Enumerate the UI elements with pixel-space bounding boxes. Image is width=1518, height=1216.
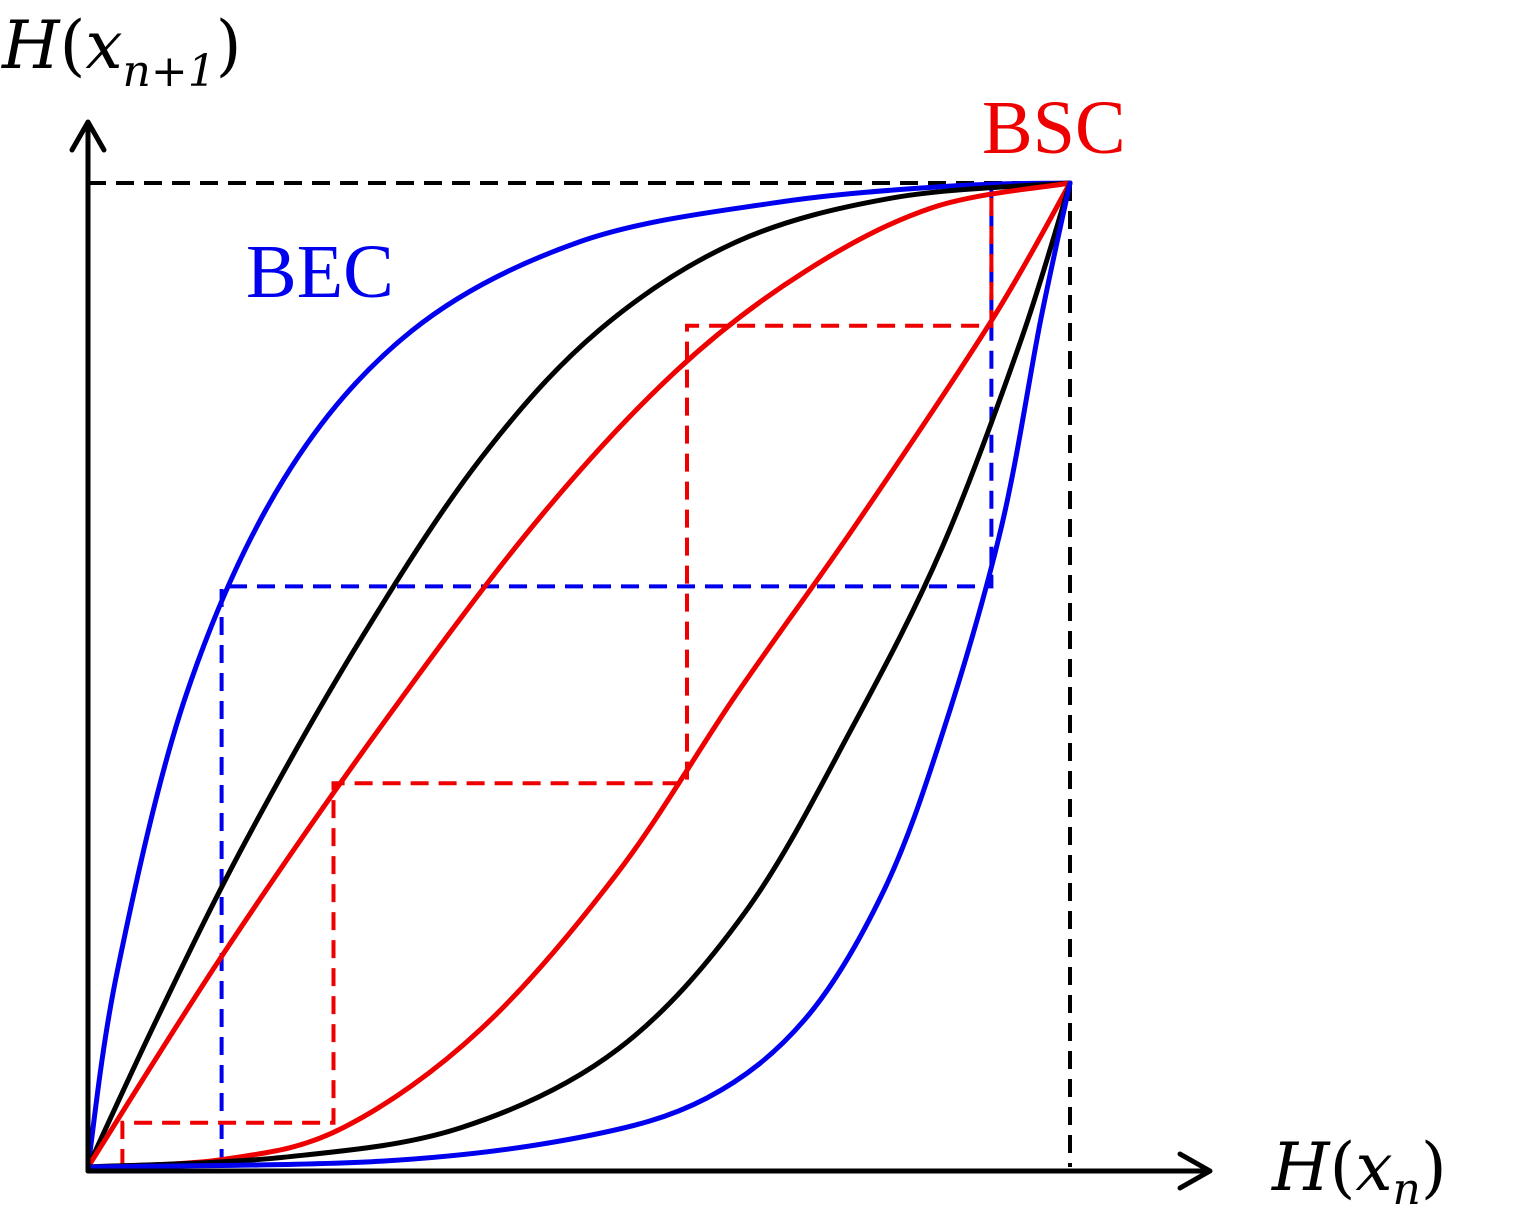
x-axis-label-subscript: n [1393,1164,1421,1215]
x-axis-arrowhead [1177,1151,1213,1191]
x-axis-label: H(xn) [1271,1129,1447,1215]
y-axis-label-h: H [1,7,61,84]
y-axis-arrowhead [69,119,107,153]
y-axis-label-subscript: n+1 [123,46,216,97]
bec-upper-curve [86,180,1073,1170]
staircases [120,183,994,1167]
bec-lower-curve [86,180,1073,1170]
x-axis-label-h: H [1271,1129,1331,1206]
bec-label: BEC [246,230,394,314]
bsc-lower-curve [86,180,1073,1170]
y-axis-label-close-paren: ) [216,7,242,84]
bec-iteration-staircase [219,183,994,1167]
bsc-label: BSC [982,86,1126,170]
axes [69,119,1213,1191]
middle-lower-curve [86,180,1073,1170]
y-axis-label-open-paren: ( [60,7,86,84]
bsc-upper-curve [86,180,1073,1170]
middle-upper-curve [86,180,1073,1170]
x-axis-label-x: x [1355,1129,1392,1206]
transfer-curves [86,180,1073,1170]
x-axis-label-open-paren: ( [1330,1129,1356,1206]
y-axis-label-x: x [85,7,122,84]
x-axis-label-close-paren: ) [1421,1129,1447,1206]
limit-lines [88,181,1072,1167]
bsc-iteration-staircase [120,183,994,1167]
y-axis-label: H(xn+1) [1,7,242,97]
